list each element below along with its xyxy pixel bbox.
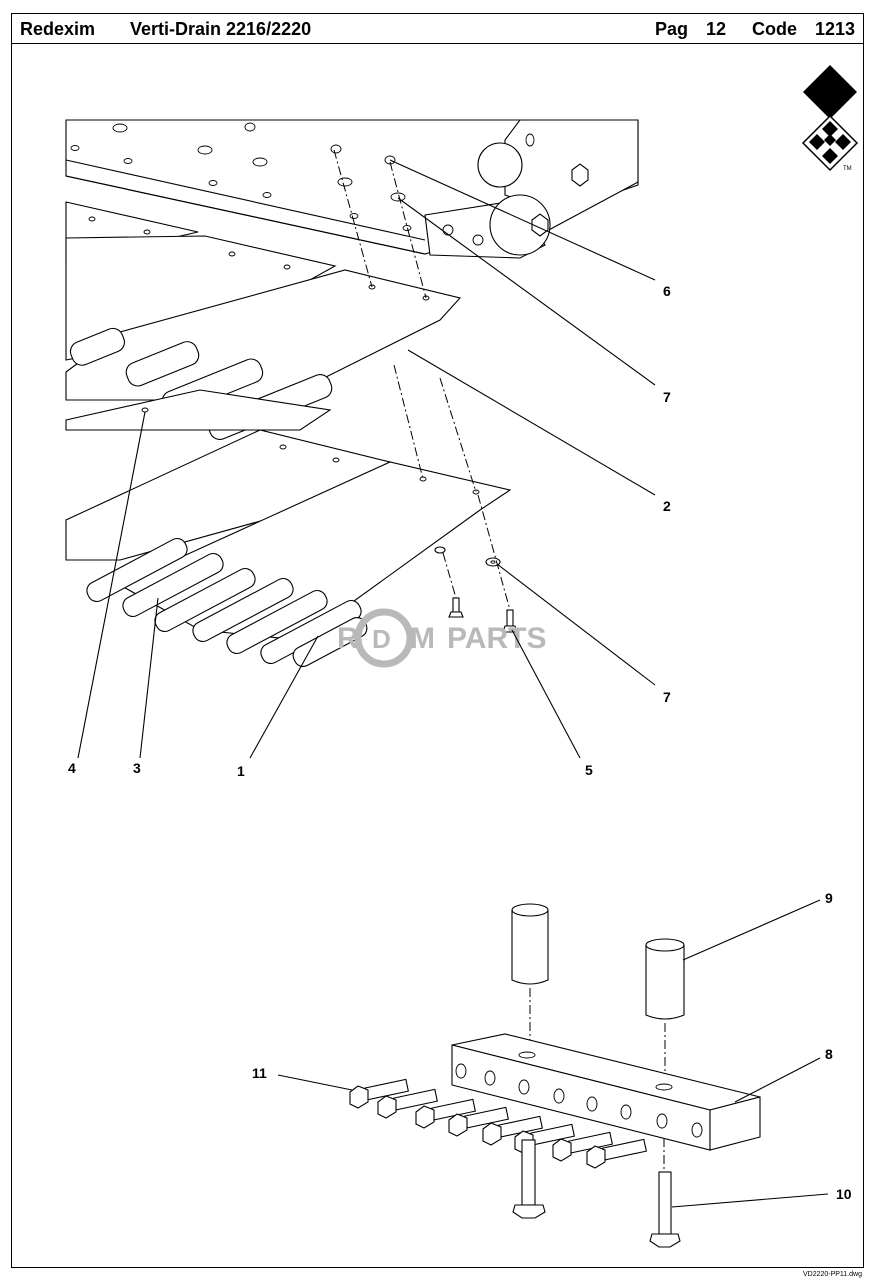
page-header: Redexim Verti-Drain 2216/2220 Pag 12 Cod… xyxy=(11,13,864,44)
upper-plates xyxy=(65,201,512,667)
code-label: Code xyxy=(752,19,797,39)
callout-10: 10 xyxy=(836,1186,852,1202)
drawing-filename: VD2220-PP11.dwg xyxy=(802,1271,862,1278)
callout-7-upper: 7 xyxy=(663,389,671,405)
callout-6: 6 xyxy=(663,283,671,299)
svg-text:M: M xyxy=(410,622,435,655)
svg-text:D: D xyxy=(372,624,391,654)
assembly-centerlines xyxy=(333,149,511,611)
callout-7-lower: 7 xyxy=(663,689,671,705)
redexim-diamond-logo-icon: TM xyxy=(801,65,859,172)
part-callouts: 6 7 2 7 4 3 1 5 9 8 11 10 xyxy=(68,283,852,1202)
callout-11: 11 xyxy=(252,1065,267,1081)
trademark-mark: TM xyxy=(843,166,852,172)
svg-text:R: R xyxy=(337,622,359,655)
leader-lines xyxy=(77,159,829,1208)
callout-2: 2 xyxy=(663,498,671,514)
page-number: 12 xyxy=(706,19,727,39)
callout-4: 4 xyxy=(68,760,76,776)
page-label: Pag xyxy=(655,19,689,39)
frame-bar xyxy=(65,119,639,259)
bolts-and-washers xyxy=(434,546,518,633)
model-title: Verti-Drain 2216/2220 xyxy=(130,19,312,39)
svg-text:PARTS: PARTS xyxy=(447,622,546,655)
callout-3: 3 xyxy=(133,760,141,776)
rdm-parts-watermark: R D M PARTS xyxy=(337,608,546,668)
callout-8: 8 xyxy=(825,1046,833,1062)
brand-name: Redexim xyxy=(20,19,96,39)
callout-9: 9 xyxy=(825,890,833,906)
callout-1: 1 xyxy=(237,763,245,779)
tine-holder-assembly xyxy=(349,903,761,1248)
code-number: 1213 xyxy=(815,19,856,39)
page-frame xyxy=(11,13,864,1268)
callout-5: 5 xyxy=(585,762,593,778)
